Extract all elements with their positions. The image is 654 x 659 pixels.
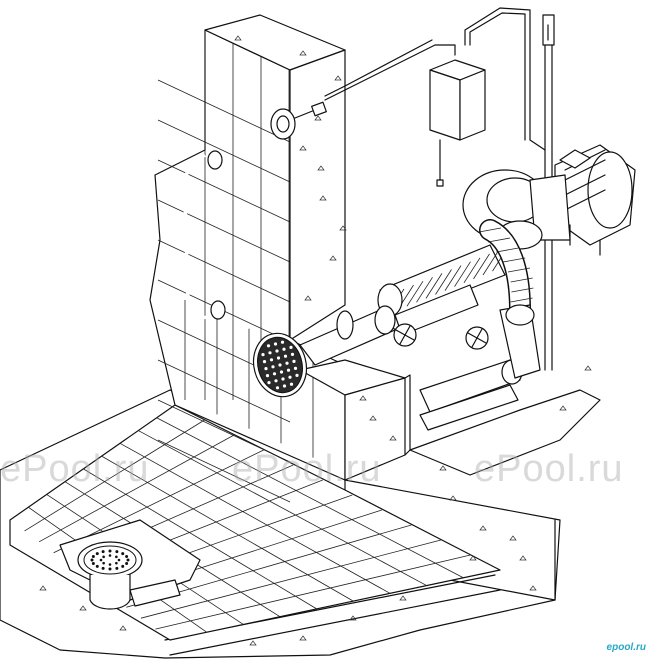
- rear-concrete-ground: [409, 389, 601, 476]
- concrete-step: [299, 359, 411, 481]
- floor-drain: [59, 519, 201, 610]
- wall-sensor: [270, 101, 327, 140]
- pump-motor: [554, 144, 636, 256]
- concrete-texture: [39, 35, 592, 646]
- watermark-right: ePool.ru: [474, 448, 624, 490]
- wall-suction-grate: [252, 332, 308, 398]
- pump-housing: [462, 169, 571, 250]
- watermark-center: ePool.ru: [232, 448, 382, 490]
- control-wires: [324, 7, 546, 151]
- concrete-column: [204, 14, 346, 341]
- control-box: [429, 59, 486, 187]
- valve-handwheel-left: [393, 323, 417, 347]
- return-pipes: [419, 304, 541, 431]
- grab-rail: [182, 150, 226, 320]
- suction-pipeline: [299, 283, 479, 366]
- site-logo: epool.ru: [606, 642, 646, 653]
- valve-handwheel-right: [465, 326, 489, 350]
- watermark-left: ePool.ru: [0, 448, 150, 490]
